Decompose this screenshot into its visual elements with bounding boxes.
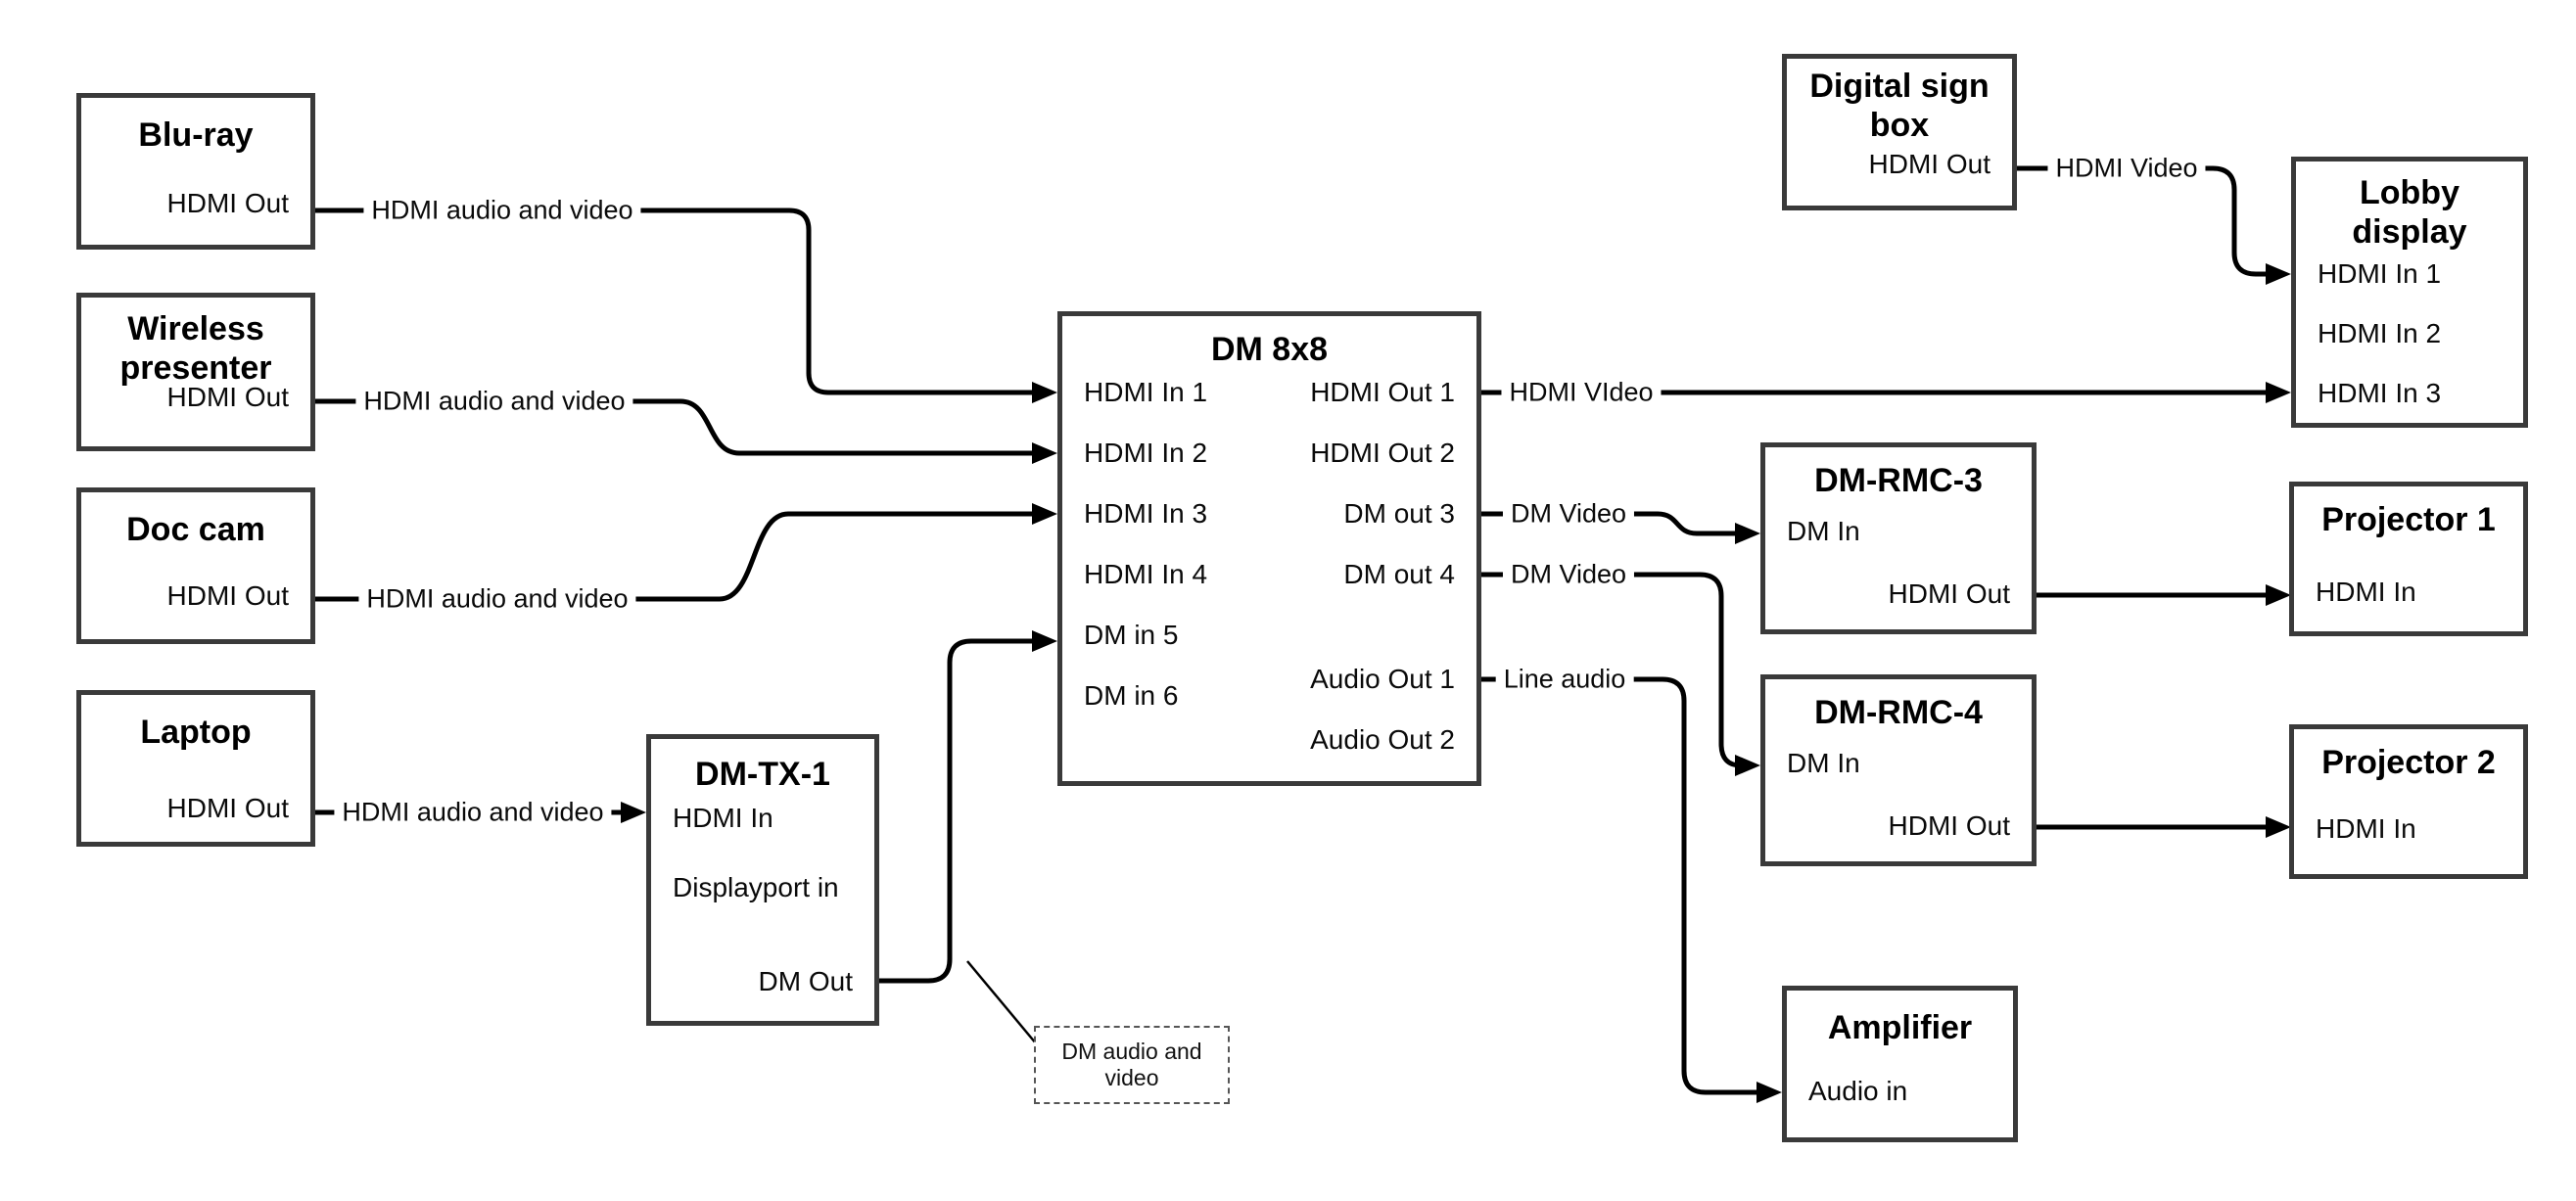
node-dm-8x8[interactable]: DM 8x8 HDMI In 1 HDMI In 2 HDMI In 3 HDM… <box>1057 311 1481 786</box>
arrowhead-icon <box>2266 584 2291 606</box>
node-title: DM 8x8 <box>1210 331 1329 368</box>
wire-dmtx1-to-dm8x8 <box>879 638 1034 984</box>
arrowhead-icon <box>1735 523 1760 544</box>
port-dm-out: DM Out <box>758 966 853 996</box>
wire-dm8x8-audio1-to-amp <box>1481 676 1758 1095</box>
port-hdmi-out: HDMI Out <box>166 580 289 611</box>
port-hdmi-in: HDMI In <box>2316 577 2416 607</box>
wire-label-line-audio: Line audio <box>1495 662 1634 697</box>
arrowhead-icon <box>1032 630 1057 652</box>
port-hdmi-in-4: HDMI In 4 <box>1084 559 1208 589</box>
node-title: Projector 1 <box>2321 501 2496 538</box>
port-hdmi-in: HDMI In <box>673 803 773 833</box>
port-hdmi-out: HDMI Out <box>166 188 289 218</box>
port-displayport-in: Displayport in <box>673 872 839 902</box>
node-projector-1[interactable]: Projector 1 HDMI In <box>2289 482 2528 636</box>
node-dm-tx-1[interactable]: DM-TX-1 HDMI In Displayport in DM Out <box>646 734 879 1026</box>
callout-leader-line <box>966 960 1037 1044</box>
port-hdmi-out: HDMI Out <box>166 793 289 823</box>
port-dm-in-5: DM in 5 <box>1084 620 1179 650</box>
node-title: Amplifier <box>1827 1009 1973 1046</box>
wire-label-hdmi-video: HDMI Video <box>2047 151 2206 186</box>
node-title: Laptop <box>140 714 252 751</box>
port-audio-out-1: Audio Out 1 <box>1310 664 1455 694</box>
node-title: Wireless presenter <box>119 310 272 387</box>
wire-label-hdmi-video: HDMI VIdeo <box>1501 375 1662 410</box>
port-hdmi-in-2: HDMI In 2 <box>2318 318 2442 348</box>
wire-label-hdmi-audio-video: HDMI audio and video <box>334 795 612 830</box>
node-blu-ray[interactable]: Blu-ray HDMI Out <box>76 93 315 250</box>
wire-label-hdmi-audio-video: HDMI audio and video <box>355 384 633 419</box>
arrowhead-icon <box>1756 1082 1782 1103</box>
node-digital-sign-box[interactable]: Digital sign box HDMI Out <box>1782 54 2017 210</box>
port-hdmi-out: HDMI Out <box>1868 149 1991 179</box>
port-hdmi-in-2: HDMI In 2 <box>1084 438 1208 468</box>
node-lobby-display[interactable]: Lobby display HDMI In 1 HDMI In 2 HDMI I… <box>2291 157 2528 428</box>
port-hdmi-in-3: HDMI In 3 <box>1084 498 1208 529</box>
wire-label-dm-video: DM Video <box>1502 496 1635 531</box>
port-dm-in-6: DM in 6 <box>1084 680 1179 711</box>
wire-label-hdmi-audio-video: HDMI audio and video <box>363 193 641 228</box>
arrowhead-icon <box>1735 755 1760 776</box>
node-laptop[interactable]: Laptop HDMI Out <box>76 690 315 847</box>
node-title: DM-TX-1 <box>695 756 830 793</box>
port-hdmi-out-2: HDMI Out 2 <box>1310 438 1455 468</box>
port-dm-out-3: DM out 3 <box>1343 498 1455 529</box>
node-title: Projector 2 <box>2321 744 2496 781</box>
port-audio-in: Audio in <box>1808 1076 1908 1106</box>
port-hdmi-out: HDMI Out <box>1888 578 2010 609</box>
port-dm-in: DM In <box>1787 748 1860 778</box>
node-title: DM-RMC-3 <box>1814 462 1983 499</box>
node-title: Doc cam <box>126 511 265 548</box>
arrowhead-icon <box>1032 503 1057 525</box>
arrowhead-icon <box>2266 263 2291 285</box>
node-wireless-presenter[interactable]: Wireless presenter HDMI Out <box>76 293 315 451</box>
port-dm-in: DM In <box>1787 516 1860 546</box>
port-hdmi-out: HDMI Out <box>1888 810 2010 841</box>
node-amplifier[interactable]: Amplifier Audio in <box>1782 986 2018 1142</box>
node-title: DM-RMC-4 <box>1814 694 1983 731</box>
port-dm-out-4: DM out 4 <box>1343 559 1455 589</box>
port-hdmi-out: HDMI Out <box>166 382 289 412</box>
port-hdmi-out-1: HDMI Out 1 <box>1310 377 1455 407</box>
port-hdmi-in-1: HDMI In 1 <box>2318 258 2442 289</box>
arrowhead-icon <box>2266 382 2291 403</box>
node-title: Blu-ray <box>138 116 254 154</box>
arrowhead-icon <box>621 802 646 823</box>
wire-label-dm-video: DM Video <box>1502 557 1635 592</box>
node-title: Lobby display <box>2352 174 2467 251</box>
arrowhead-icon <box>1032 442 1057 464</box>
wire-label-hdmi-audio-video: HDMI audio and video <box>358 581 636 617</box>
port-hdmi-in-3: HDMI In 3 <box>2318 378 2442 408</box>
node-doc-cam[interactable]: Doc cam HDMI Out <box>76 487 315 644</box>
node-projector-2[interactable]: Projector 2 HDMI In <box>2289 724 2528 879</box>
port-audio-out-2: Audio Out 2 <box>1310 724 1455 755</box>
callout-dm-audio-and-video: DM audio and video <box>1034 1026 1230 1104</box>
port-hdmi-in-1: HDMI In 1 <box>1084 377 1208 407</box>
arrowhead-icon <box>1032 382 1057 403</box>
arrowhead-icon <box>2266 816 2291 838</box>
node-dm-rmc-3[interactable]: DM-RMC-3 DM In HDMI Out <box>1760 442 2037 634</box>
node-title: Digital sign box <box>1809 68 1990 144</box>
wire-bluray-to-dm8x8 <box>315 208 1034 395</box>
port-hdmi-in: HDMI In <box>2316 813 2416 844</box>
node-dm-rmc-4[interactable]: DM-RMC-4 DM In HDMI Out <box>1760 674 2037 866</box>
